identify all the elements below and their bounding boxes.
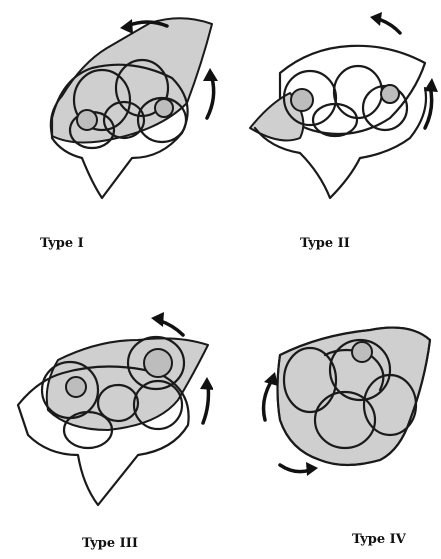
type-4-diagram [250,310,440,495]
type-3-diagram [8,305,213,515]
type-1-diagram [22,8,222,208]
type-3-label: Type III [82,536,138,551]
type-2-diagram [240,8,440,208]
type-4-label: Type IV [352,532,406,547]
type-2-label: Type II [300,236,350,251]
type-1-label: Type I [40,236,84,251]
